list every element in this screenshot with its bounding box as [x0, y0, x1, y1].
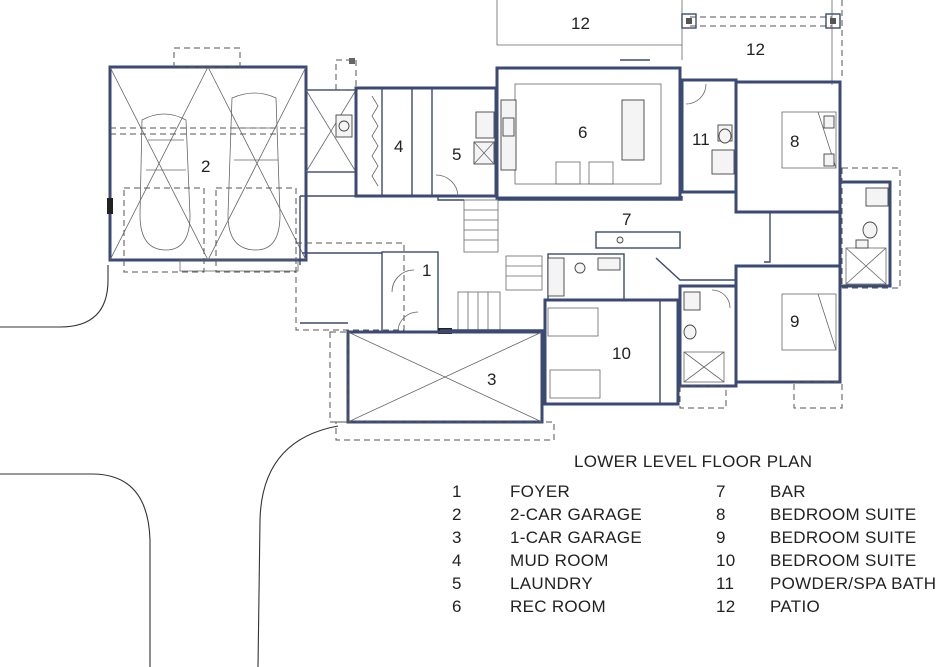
mud-room-laundry	[354, 86, 498, 198]
legend-name-12: PATIO	[770, 597, 820, 616]
garage-1-car	[300, 322, 555, 441]
legend-name-8: BEDROOM SUITE	[770, 505, 917, 524]
legend: LOWER LEVEL FLOOR PLAN 1 FOYER 2 2-CAR G…	[452, 452, 936, 616]
legend-name-6: REC ROOM	[510, 597, 606, 616]
room-label-10: 10	[612, 344, 631, 363]
bedroom-10	[543, 298, 680, 406]
rear-entry	[305, 58, 357, 173]
legend-name-2: 2-CAR GARAGE	[510, 505, 642, 524]
rec-room	[495, 59, 682, 200]
room-number-labels: 1 2 3 4 5 6 7 8 9 10 11 12 12	[201, 14, 799, 389]
room-label-11: 11	[692, 130, 710, 149]
legend-name-9: BEDROOM SUITE	[770, 528, 917, 547]
room-label-3: 3	[487, 370, 496, 389]
legend-num-7: 7	[716, 482, 726, 501]
street-curbs	[0, 265, 339, 667]
room-label-7: 7	[622, 210, 631, 229]
room-label-12b: 12	[746, 40, 765, 59]
garage-2-car	[107, 47, 308, 273]
legend-name-5: LAUNDRY	[510, 574, 593, 593]
legend-num-6: 6	[452, 597, 462, 616]
bedroom-9	[734, 264, 843, 409]
bath-8	[838, 167, 901, 289]
foyer	[295, 242, 452, 334]
bath-9	[678, 284, 738, 409]
legend-num-12: 12	[716, 597, 736, 616]
room-label-6: 6	[578, 123, 587, 142]
legend-name-10: BEDROOM SUITE	[770, 551, 917, 570]
legend-num-11: 11	[716, 574, 734, 593]
legend-name-7: BAR	[770, 482, 806, 501]
room-label-2: 2	[201, 157, 210, 176]
legend-name-1: FOYER	[510, 482, 570, 501]
room-label-8: 8	[790, 132, 799, 151]
legend-num-10: 10	[716, 551, 736, 570]
bar-area	[547, 231, 681, 301]
legend-num-8: 8	[716, 505, 726, 524]
room-label-12a: 12	[571, 14, 590, 33]
room-label-5: 5	[452, 145, 461, 164]
bedroom-8	[734, 80, 842, 214]
room-label-4: 4	[394, 137, 403, 156]
stairs	[457, 199, 543, 331]
legend-name-4: MUD ROOM	[510, 551, 609, 570]
legend-num-5: 5	[452, 574, 462, 593]
legend-name-11: POWDER/SPA BATH	[770, 574, 936, 593]
hallway-walls	[299, 195, 771, 331]
legend-name-3: 1-CAR GARAGE	[510, 528, 642, 547]
legend-num-1: 1	[452, 482, 462, 501]
legend-num-4: 4	[452, 551, 462, 570]
legend-num-3: 3	[452, 528, 462, 547]
room-label-9: 9	[790, 312, 799, 331]
patio-area	[496, 0, 843, 85]
legend-num-9: 9	[716, 528, 726, 547]
legend-num-2: 2	[452, 505, 462, 524]
plan-title: LOWER LEVEL FLOOR PLAN	[574, 452, 812, 471]
room-label-1: 1	[422, 261, 431, 280]
